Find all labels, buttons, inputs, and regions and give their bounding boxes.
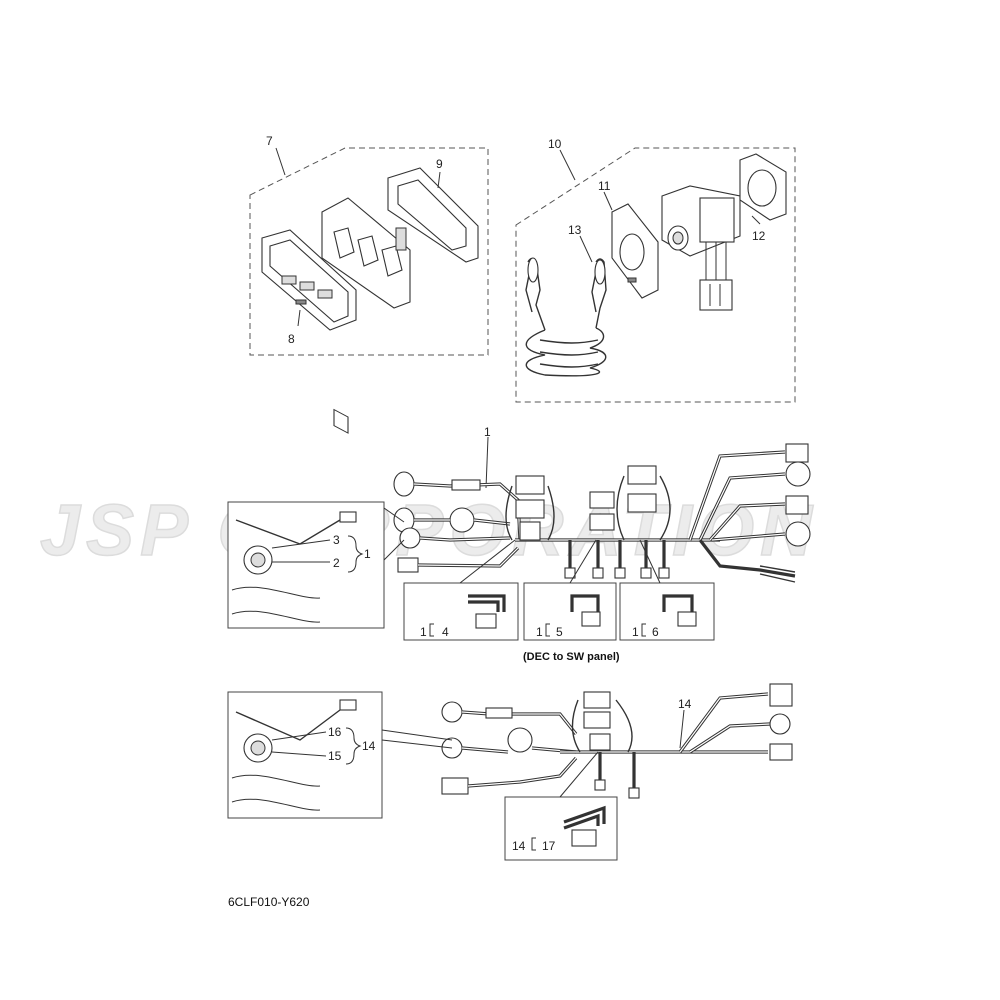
callout-5: 5 <box>556 625 563 639</box>
harness-1[interactable] <box>393 443 811 583</box>
inset-sensor-1: 3 2 1 <box>227 501 405 629</box>
switch-panel-kit-outline <box>249 147 489 356</box>
harness-1-group: 1 <box>227 425 811 663</box>
start-stop-switch-group: 10 13 11 <box>515 137 796 403</box>
callout-1-top: 1 <box>484 425 491 439</box>
callout-2: 2 <box>333 556 340 570</box>
switch-cover-8[interactable] <box>261 229 357 331</box>
sub-harness-6[interactable]: 1 6 <box>619 582 715 641</box>
watermark-logo: JSP CORPORATION <box>39 490 818 572</box>
harness-14-group: 14 16 15 14 14 17 <box>227 683 793 861</box>
callout-9: 9 <box>436 157 443 171</box>
callout-3: 3 <box>333 533 340 547</box>
sub-harness-box-6 <box>619 582 715 641</box>
callout-11: 11 <box>598 179 611 193</box>
watermark-text: JSP CORPORATION <box>40 491 818 571</box>
sensor-ring <box>449 507 475 533</box>
callout-15: 15 <box>328 749 342 763</box>
start-switch-kit-outline <box>515 147 796 403</box>
callout-6-prefix: 1 <box>632 625 639 639</box>
callout-16: 16 <box>328 725 342 739</box>
harness-14[interactable] <box>441 683 793 799</box>
start-switch-assembly[interactable] <box>661 185 741 311</box>
switch-panel-group: 7 9 8 <box>249 134 489 434</box>
sub-harness-box-5 <box>523 582 617 641</box>
gasket-9[interactable] <box>387 167 479 263</box>
diagram-code: 6CLF010-Y620 <box>228 895 310 909</box>
callout-1-inset: 1 <box>364 547 371 561</box>
switch-plate-11[interactable] <box>611 203 659 299</box>
callout-17-prefix: 14 <box>512 839 526 853</box>
callout-14-top: 14 <box>678 697 692 711</box>
sub-harness-box-17 <box>504 796 618 861</box>
callout-17: 17 <box>542 839 556 853</box>
switch-body[interactable] <box>321 197 411 434</box>
callout-4: 4 <box>442 625 449 639</box>
callout-10: 10 <box>548 137 562 151</box>
callout-13: 13 <box>568 223 582 237</box>
sub-harness-17[interactable]: 14 17 <box>504 796 618 861</box>
callout-12: 12 <box>752 229 766 243</box>
callout-14-inset: 14 <box>362 739 376 753</box>
callout-8: 8 <box>288 332 295 346</box>
gasket-12[interactable] <box>739 153 787 221</box>
callout-6: 6 <box>652 625 659 639</box>
sub-harness-5[interactable]: 1 5 <box>523 582 617 641</box>
inset-sensor-14: 16 15 14 <box>227 691 453 819</box>
sleeve-1 <box>451 479 481 491</box>
callout-5-prefix: 1 <box>536 625 543 639</box>
lanyard-13[interactable] <box>525 257 607 377</box>
callout-4-prefix: 1 <box>420 625 427 639</box>
sub-harness-4[interactable]: 1 4 <box>403 582 519 641</box>
callout-7: 7 <box>266 134 273 148</box>
connector-left-1 <box>393 471 415 497</box>
caption-dec-to-sw-panel: (DEC to SW panel) <box>523 651 620 663</box>
